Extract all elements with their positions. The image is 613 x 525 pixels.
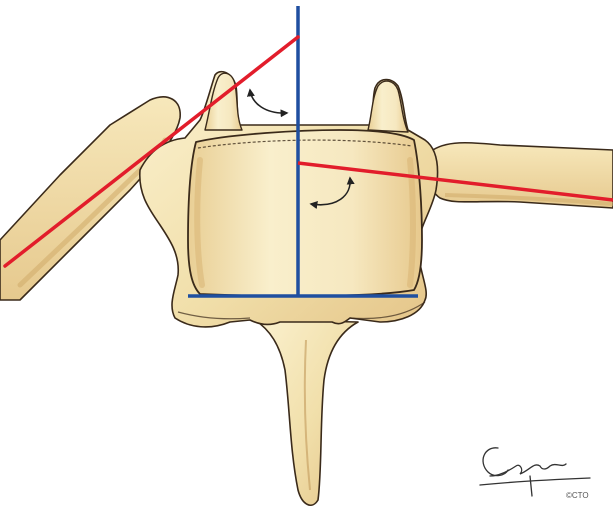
copyright-text: ©CTO <box>566 491 589 500</box>
upper-angle-arrow <box>250 90 287 113</box>
artist-signature <box>480 448 590 496</box>
vertebral-body <box>188 130 422 296</box>
body-shading-right <box>410 160 413 285</box>
left-articular-process <box>205 73 242 130</box>
right-articular-process <box>368 81 408 132</box>
